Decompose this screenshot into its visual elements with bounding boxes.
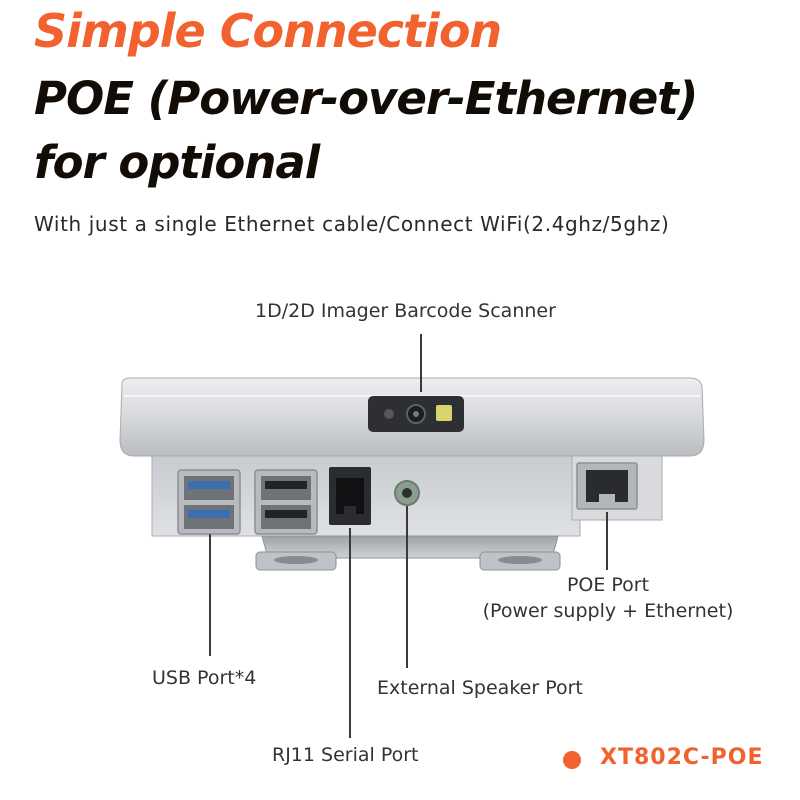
poe-ethernet-port [576,462,638,510]
leader-speaker [406,506,408,668]
usb-ports-black [254,469,318,535]
brand-model: XT802C-POE [600,745,764,770]
leader-poe [606,512,608,570]
headline-line-2: POE (Power-over-Ethernet) [34,72,698,125]
rj11-port [329,467,371,525]
brand-dot [563,751,581,769]
barcode-scanner-window [368,396,464,432]
label-poe-line-1: POE Port [566,574,650,596]
leader-usb [209,534,211,656]
subtitle: With just a single Ethernet cable/Connec… [34,212,670,236]
label-rj11: RJ11 Serial Port [272,744,419,766]
headline-line-3: for optional [34,136,320,189]
leader-rj11 [349,528,351,738]
label-speaker: External Speaker Port [377,677,583,699]
usb-ports-blue [177,469,241,535]
label-scanner: 1D/2D Imager Barcode Scanner [255,300,556,322]
label-poe-line-2: (Power supply + Ethernet) [482,600,734,622]
speaker-jack [394,480,420,506]
headline-line-1: Simple Connection [34,4,502,58]
mounting-bracket [255,535,561,571]
label-usb: USB Port*4 [152,667,257,689]
leader-scanner [420,334,422,392]
